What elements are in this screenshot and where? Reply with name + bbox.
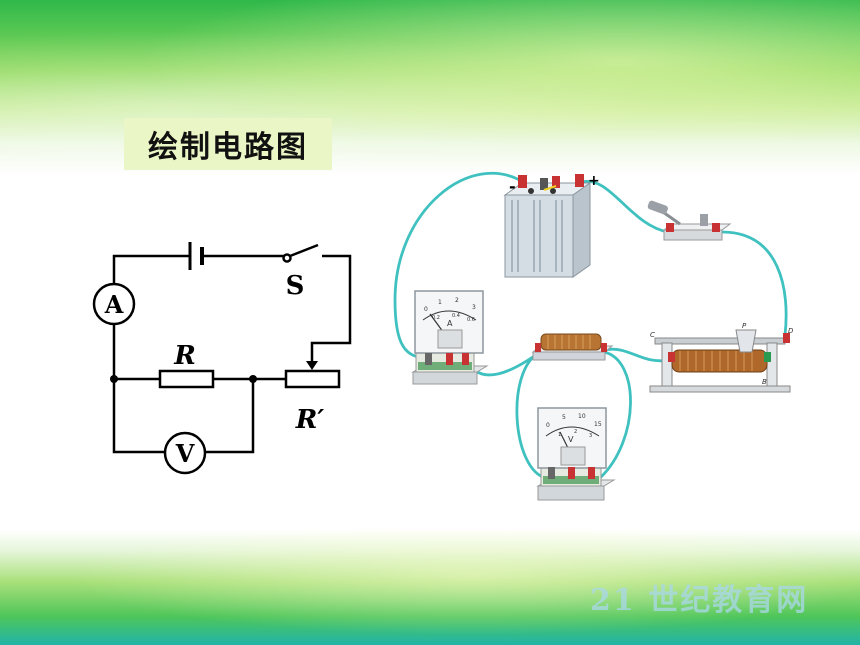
ammeter-device [411, 290, 489, 385]
voltmeter-face-letter: V [568, 435, 574, 444]
junction-left [110, 375, 118, 383]
resistor-r-symbol [158, 369, 215, 389]
voltmeter-scale-small-2: 2 [574, 429, 577, 435]
title-box: 绘制电路图 [124, 118, 332, 170]
schematic-wire-voltmeter-left [112, 379, 166, 454]
connecting-wires [393, 171, 788, 480]
knife-switch [647, 200, 732, 241]
ammeter-letter: A [104, 290, 124, 319]
ammeter-scale-3: 3 [472, 304, 476, 311]
schematic-wire-right [310, 254, 352, 368]
voltmeter-letter: V [175, 439, 195, 468]
ammeter-scale-1: 1 [438, 299, 442, 306]
rheostat-symbol [284, 369, 341, 389]
voltmeter-scale-small-1: 1 [558, 432, 561, 438]
rheostat-terminal-c: C [650, 331, 655, 339]
voltmeter-device [536, 407, 616, 501]
bottom-gradient-band [0, 530, 860, 645]
switch-pivot [282, 253, 292, 263]
voltmeter-scale-0: 0 [546, 422, 550, 429]
rheostat-terminal-p: P [742, 322, 747, 330]
wire-switch-to-rheostat [720, 230, 788, 337]
ammeter-scale-small-1: 0.2 [432, 315, 440, 321]
circuit-schematic [92, 242, 352, 475]
page-title: 绘制电路图 [148, 130, 308, 165]
ammeter-face-letter: A [447, 319, 453, 328]
voltmeter-scale-5: 5 [562, 414, 566, 421]
junction-right [249, 375, 257, 383]
rheostat-terminal-b: B [762, 378, 767, 386]
voltmeter-scale-15: 15 [594, 421, 602, 428]
sliding-rheostat-device [649, 329, 791, 393]
rheostat-arrow [306, 361, 318, 370]
rheostat-terminal-d: D [788, 327, 794, 335]
wire-resistor-to-voltmeter-right [598, 350, 632, 480]
ammeter-scale-0: 0 [424, 306, 428, 313]
voltmeter-scale-10: 10 [578, 413, 586, 420]
wire-battery-to-switch [580, 179, 670, 234]
wire-battery-to-ammeter [393, 171, 525, 360]
rheostat-label: R′ [295, 405, 325, 435]
fixed-resistor-device [531, 333, 614, 361]
schematic-wire-voltmeter-right [205, 379, 255, 454]
watermark-logo: 21 世纪教育网 [590, 583, 809, 618]
voltmeter-scale-small-3: 3 [589, 433, 592, 439]
wire-resistor-to-voltmeter-left [515, 350, 548, 480]
battery-pack [503, 174, 592, 278]
schematic-wire-top-left [112, 254, 190, 283]
battery-minus-sign: - [509, 177, 516, 196]
ammeter-scale-small-3: 0.6 [467, 317, 475, 323]
ammeter-scale-2: 2 [455, 297, 459, 304]
ammeter-scale-small-2: 0.4 [452, 313, 460, 319]
switch-label: S [286, 271, 305, 301]
battery-plus-sign: + [588, 173, 600, 189]
resistor-label: R [173, 341, 196, 371]
switch-blade [289, 243, 319, 258]
